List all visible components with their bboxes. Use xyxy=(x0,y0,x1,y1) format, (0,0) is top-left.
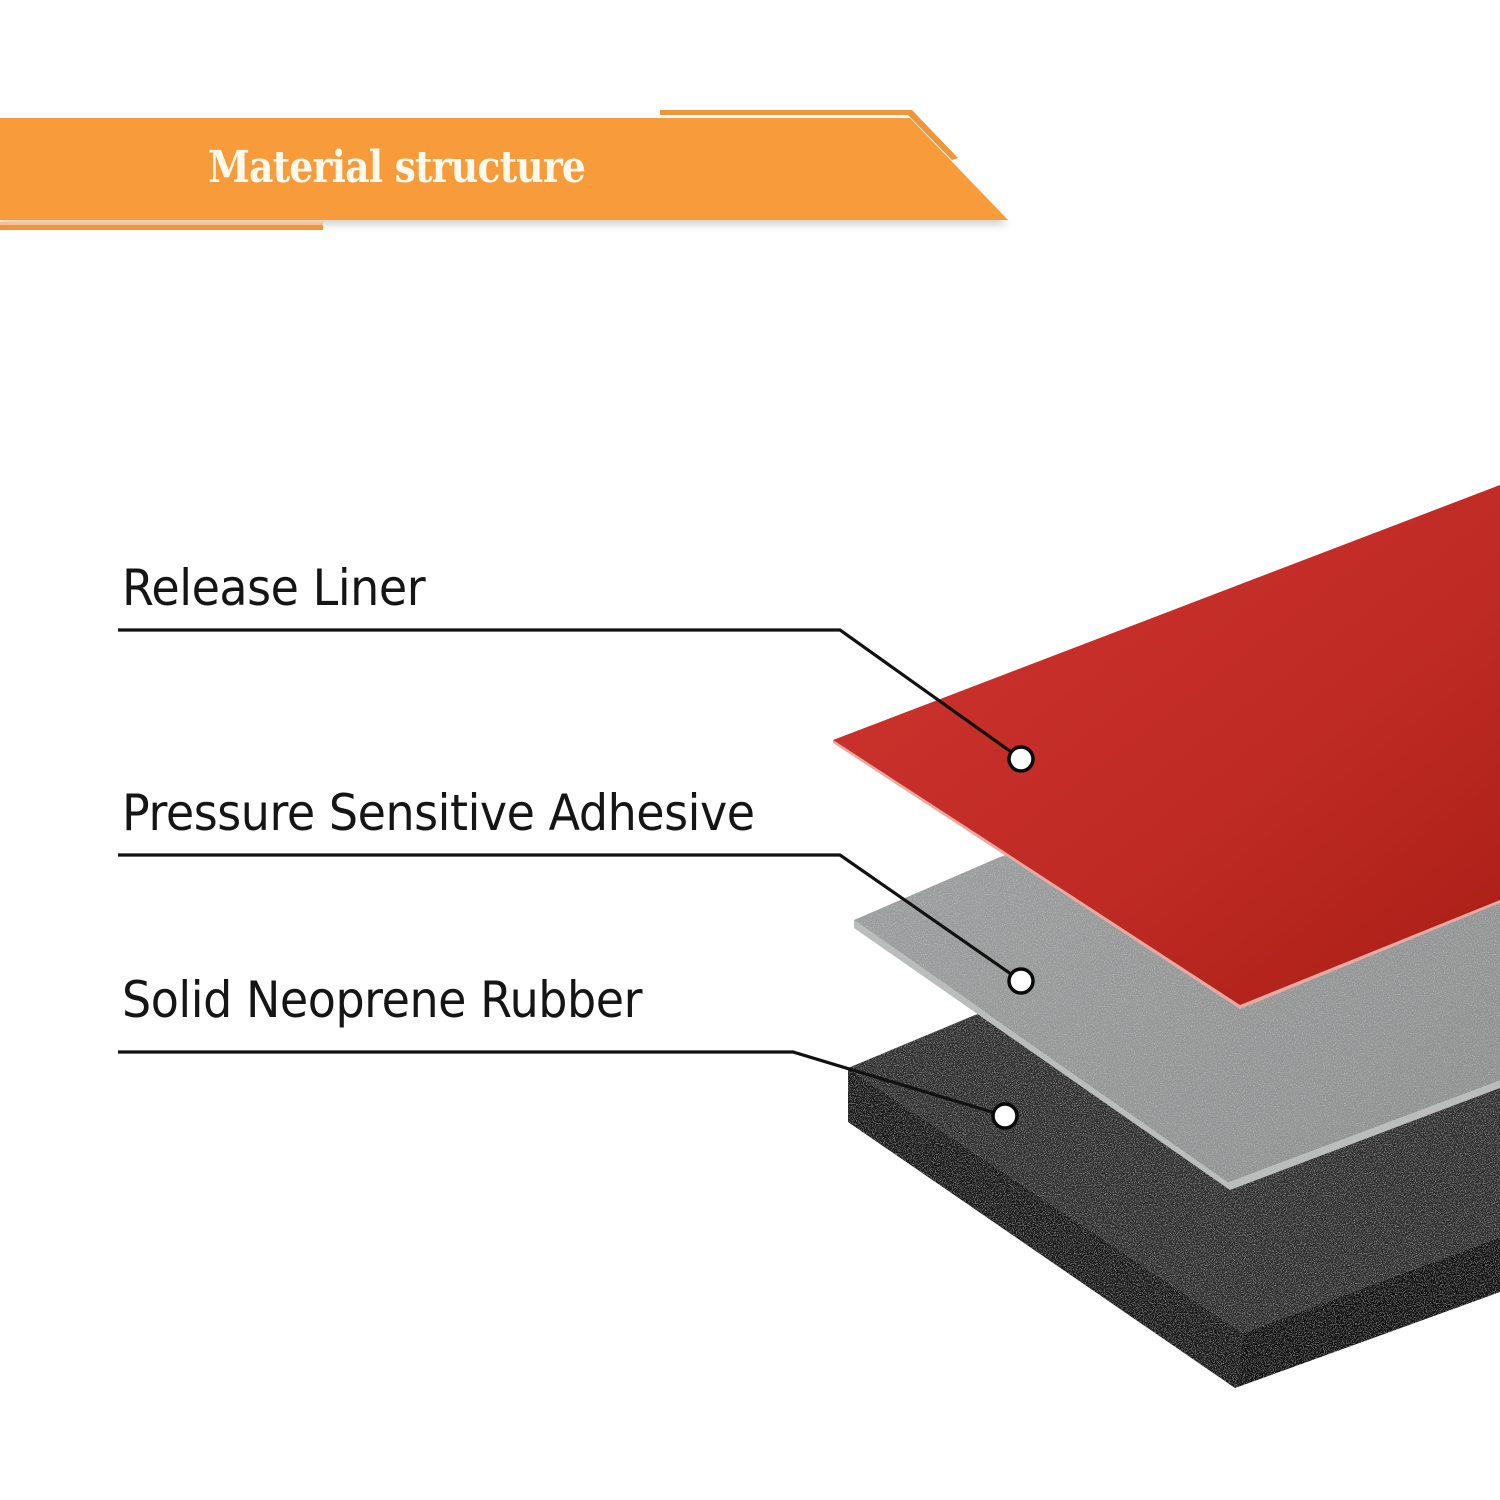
callout-line-adhesive xyxy=(118,853,1022,983)
banner-bottom-stripe xyxy=(0,225,323,230)
banner-bottom-highlight xyxy=(0,222,323,225)
label-release-liner: Release Liner xyxy=(122,559,426,617)
callout-line-neoprene xyxy=(118,1050,1006,1118)
banner-body xyxy=(0,118,1008,220)
banner-top-stripe xyxy=(660,110,958,160)
label-solid-neoprene-rubber: Solid Neoprene Rubber xyxy=(122,971,643,1029)
callout-lines xyxy=(118,628,1022,1118)
release-liner-layer xyxy=(833,485,1500,1009)
release-liner-face xyxy=(833,485,1500,1005)
callout-dot-neoprene xyxy=(991,1102,1019,1130)
banner-ribbon xyxy=(0,110,1008,230)
callout-dot-release-liner xyxy=(1007,745,1035,773)
neoprene-front-face xyxy=(848,1068,1243,1388)
callout-dot-adhesive xyxy=(1007,967,1035,995)
label-pressure-sensitive-adhesive: Pressure Sensitive Adhesive xyxy=(122,784,755,842)
banner-title: Material structure xyxy=(208,142,586,193)
callout-line-release-liner xyxy=(118,628,1022,761)
neoprene-side-face xyxy=(1235,1237,1500,1388)
